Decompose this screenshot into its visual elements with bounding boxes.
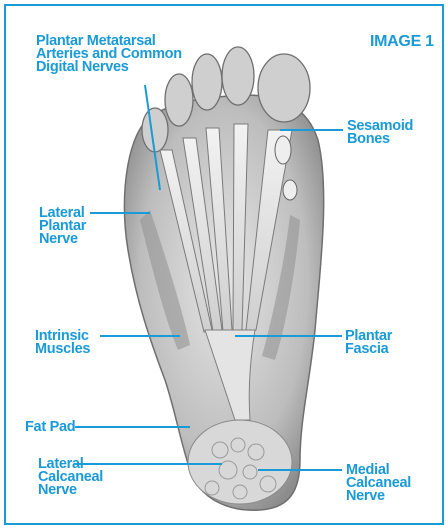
image-title: IMAGE 1 <box>370 34 434 50</box>
label-fat-pad: Fat Pad <box>25 421 75 434</box>
label-lateral-calcaneal-nerve: Lateral Calcaneal Nerve <box>38 458 103 497</box>
label-medial-calcaneal-nerve: Medial Calcaneal Nerve <box>346 464 411 503</box>
label-plantar-fascia: Plantar Fascia <box>345 330 392 356</box>
label-sesamoid-bones: Sesamoid Bones <box>347 120 413 146</box>
label-intrinsic-muscles: Intrinsic Muscles <box>35 330 90 356</box>
label-lateral-plantar-nerve: Lateral Plantar Nerve <box>39 207 86 246</box>
label-plantar-metatarsal: Plantar Metatarsal Arteries and Common D… <box>36 35 182 74</box>
